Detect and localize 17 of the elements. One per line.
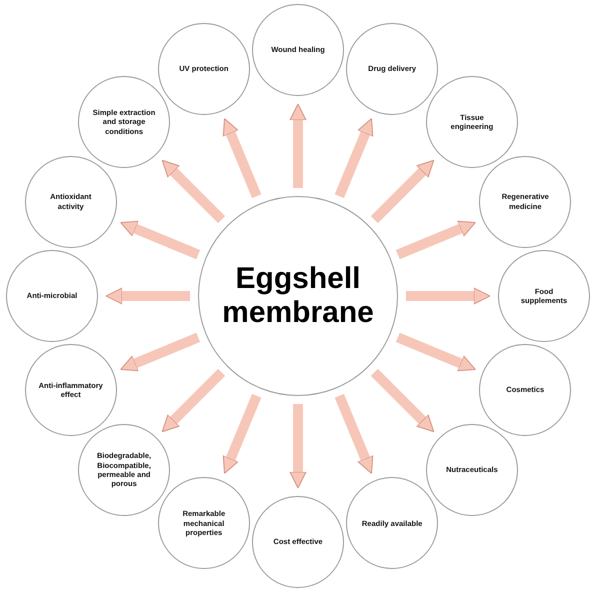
block-arrow (290, 104, 306, 188)
block-arrow (396, 220, 476, 260)
block-arrow (222, 394, 262, 474)
block-arrow (334, 118, 374, 198)
block-arrow (370, 160, 434, 224)
block-arrow (222, 118, 262, 198)
node-label: Eggshell membrane (222, 262, 374, 330)
block-arrow (162, 160, 226, 224)
block-arrow (334, 394, 374, 474)
block-arrow (106, 288, 190, 304)
block-arrow (120, 332, 200, 372)
block-arrow (162, 368, 226, 432)
block-arrow (406, 288, 490, 304)
block-arrow (370, 368, 434, 432)
block-arrow (396, 332, 476, 372)
block-arrow (290, 404, 306, 488)
block-arrow (120, 220, 200, 260)
